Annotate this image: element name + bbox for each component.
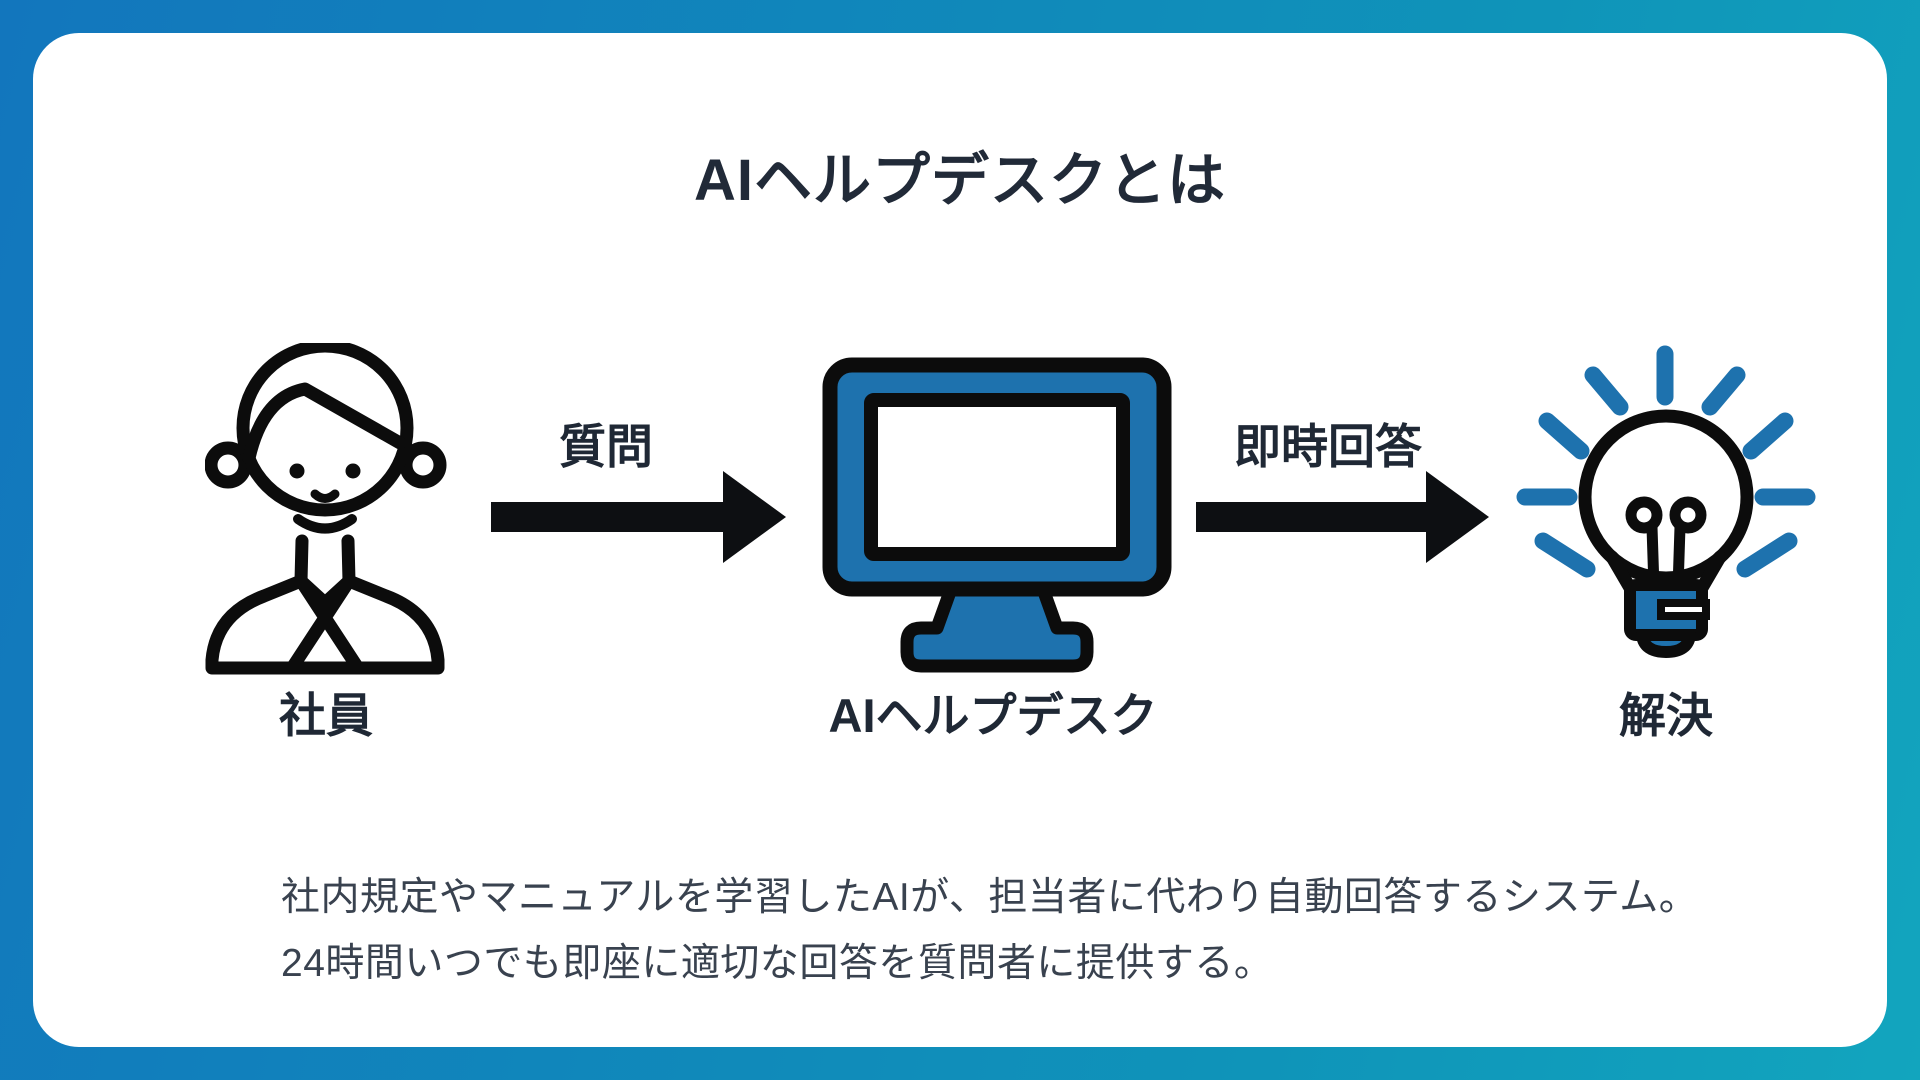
arrow-right-icon (491, 471, 786, 563)
description-line-1: 社内規定やマニュアルを学習したAIが、担当者に代わり自動回答するシステム。 (281, 876, 1699, 919)
description-text: 社内規定やマニュアルを学習したAIが、担当者に代わり自動回答するシステム。 24… (281, 865, 1698, 997)
description-line-2: 24時間いつでも即座に適切な回答を質問者に提供する。 (281, 942, 1274, 985)
ai-helpdesk-label: AIヘルプデスク (828, 689, 1158, 742)
lightbulb-icon (1516, 345, 1816, 658)
question-arrow-label: 質問 (559, 420, 653, 473)
monitor-icon (822, 357, 1172, 673)
arrow-right-icon (1196, 471, 1489, 563)
solution-label: 解決 (1619, 689, 1713, 742)
instant-answer-arrow (1196, 469, 1492, 565)
employee-label: 社員 (279, 689, 373, 742)
ai-helpdesk-node (821, 356, 1173, 674)
page-title: AIヘルプデスクとは (693, 148, 1226, 213)
slide-card: AIヘルプデスクとは (33, 33, 1887, 1047)
person-icon (205, 343, 447, 675)
solution-node (1511, 345, 1821, 661)
instant-answer-arrow-label: 即時回答 (1234, 420, 1422, 473)
question-arrow (491, 469, 788, 565)
employee-node (205, 343, 447, 675)
